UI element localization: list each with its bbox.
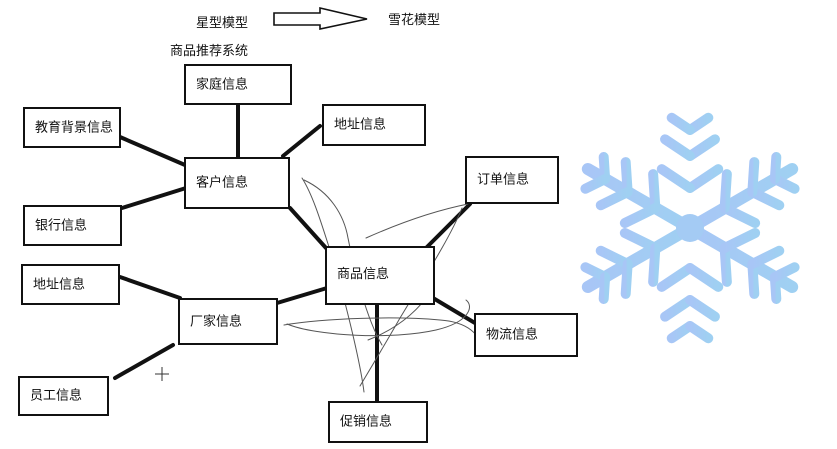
node-label: 促销信息: [340, 414, 393, 430]
connector-address-vendor: [118, 275, 182, 300]
snowflake-stroke: [719, 169, 732, 213]
snowflake-stroke: [620, 259, 633, 299]
snowflake-stroke: [656, 263, 695, 292]
connector-bank-customer: [120, 186, 188, 210]
snowflake-stroke: [666, 112, 695, 135]
connector-customer-product: [288, 206, 328, 250]
node-label: 商品信息: [337, 267, 390, 282]
snowflake-stroke: [595, 187, 633, 211]
scribble-line: [359, 207, 463, 387]
scribble-line: [365, 203, 469, 239]
node-education-info: 教育背景信息: [23, 107, 121, 148]
snowflake-stroke: [719, 227, 761, 253]
snowflake-stroke: [769, 152, 782, 184]
connector-employee-vendor: [113, 343, 175, 380]
node-label: 物流信息: [486, 327, 539, 343]
node-label: 银行信息: [35, 218, 88, 233]
snowflake-model-label: 雪花模型: [388, 13, 441, 28]
scribble-line: [283, 317, 485, 353]
node-home-info: 家庭信息: [184, 64, 292, 105]
node-vendor-info: 厂家信息: [178, 298, 278, 345]
snowflake-stroke: [685, 295, 720, 322]
snowflake-stroke: [619, 227, 661, 253]
snowflake-stroke: [685, 263, 724, 292]
crosshair-cursor-icon: [155, 367, 169, 381]
node-customer-info: 客户信息: [184, 157, 290, 209]
snowflake-center: [676, 214, 704, 242]
node-label: 厂家信息: [190, 314, 243, 329]
snowflake-stroke: [747, 245, 785, 269]
snowflake-stroke: [656, 164, 695, 193]
arrow-icon: [273, 6, 368, 30]
snowflake-stroke: [685, 164, 724, 193]
node-employee-info: 员工信息: [18, 376, 109, 416]
node-label: 员工信息: [30, 388, 83, 404]
snowflake-stroke: [598, 272, 611, 304]
node-address-info-customer: 地址信息: [322, 104, 426, 146]
node-product-info: 商品信息: [325, 246, 435, 305]
connector-product-logistics: [431, 296, 482, 328]
snowflake-stroke: [719, 243, 732, 287]
scribble-line: [286, 299, 470, 337]
snowflake-stroke: [660, 134, 695, 161]
connector-address-customer: [281, 124, 322, 158]
node-label: 地址信息: [33, 277, 86, 292]
connector-education-customer: [118, 135, 187, 167]
snowflake-stroke: [648, 243, 661, 287]
connector-lines: [113, 102, 482, 404]
snowflake-stroke: [719, 203, 761, 229]
node-logistics-info: 物流信息: [474, 313, 578, 357]
node-order-info: 订单信息: [465, 156, 559, 204]
connector-product-vendor: [275, 286, 329, 305]
node-label: 订单信息: [477, 172, 530, 188]
snowflake-stroke: [619, 203, 661, 229]
snowflake-stroke: [685, 321, 714, 344]
system-title: 商品推荐系统: [170, 44, 249, 59]
node-promotion-info: 促销信息: [328, 401, 428, 443]
snowflake-stroke: [769, 262, 800, 282]
snowflake-stroke: [648, 169, 661, 213]
scribble-line: [303, 179, 383, 346]
node-label: 家庭信息: [196, 77, 249, 92]
snowflake-stroke: [747, 157, 760, 197]
node-label: 教育背景信息: [35, 120, 114, 135]
snowflake-stroke: [580, 174, 611, 194]
star-model-label: 星型模型: [196, 16, 249, 31]
node-bank-info: 银行信息: [23, 205, 122, 246]
snowflake-icon: [580, 104, 800, 352]
node-label: 地址信息: [334, 117, 387, 133]
node-address-info-vendor: 地址信息: [21, 264, 120, 305]
node-label: 客户信息: [196, 175, 249, 191]
connector-order-product: [424, 202, 472, 250]
